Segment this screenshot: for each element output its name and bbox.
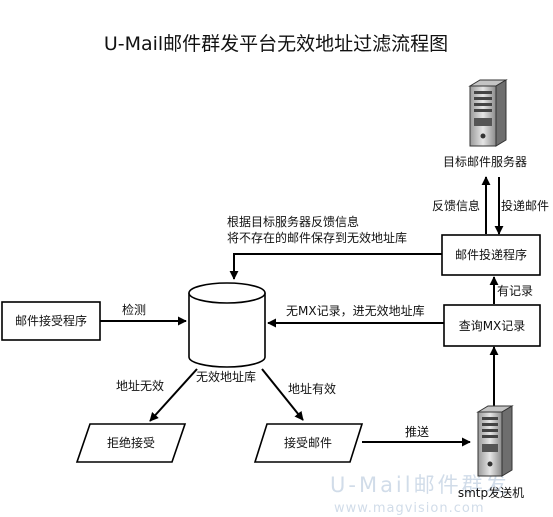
- node-invalid-db: 无效地址库: [188, 282, 266, 384]
- node-smtp-server-label: smtp发送机: [458, 485, 524, 500]
- edge-labels: 检测 地址无效 地址有效 推送 有记录 无MX记录，进无效地址库 根据目标服务器…: [116, 198, 549, 439]
- label-feedback-line2: 将不存在的邮件保存到无效地址库: [227, 230, 407, 245]
- label-addr-valid: 地址有效: [288, 381, 336, 396]
- edge-db-to-accept: [261, 368, 304, 421]
- node-receive-program-label: 邮件接受程序: [15, 313, 87, 328]
- label-push: 推送: [405, 424, 429, 439]
- node-query-mx: 查询MX记录: [443, 304, 541, 347]
- node-invalid-db-label: 无效地址库: [196, 369, 256, 384]
- node-smtp-server: smtp发送机: [458, 405, 524, 500]
- watermark: U-Mail邮件群发 www.magvision.com: [330, 473, 510, 516]
- edge-db-to-reject: [149, 368, 198, 422]
- label-has-record: 有记录: [497, 284, 533, 298]
- node-receive-program: 邮件接受程序: [1, 301, 101, 341]
- edges: [100, 176, 504, 447]
- node-target-server-label: 目标邮件服务器: [443, 154, 527, 169]
- label-feedback-line1: 根据目标服务器反馈信息: [227, 214, 359, 229]
- page-title: U-Mail邮件群发平台无效地址过滤流程图: [104, 33, 448, 55]
- label-no-mx: 无MX记录，进无效地址库: [286, 303, 425, 318]
- label-feedback-info: 反馈信息: [432, 198, 480, 213]
- label-addr-invalid: 地址无效: [116, 378, 164, 393]
- watermark-url: www.magvision.com: [334, 501, 485, 516]
- label-detect: 检测: [122, 302, 146, 317]
- node-delivery-program-label: 邮件投递程序: [455, 247, 527, 262]
- node-delivery-program: 邮件投递程序: [441, 234, 541, 276]
- node-reject: 拒绝接受: [75, 423, 187, 463]
- node-accept-mail: 接受邮件: [253, 423, 364, 463]
- watermark-brand: U-Mail邮件群发: [330, 473, 510, 497]
- edge-delivery-to-db: [229, 253, 442, 280]
- node-target-server: 目标邮件服务器: [443, 79, 527, 169]
- label-deliver-mail: 投递邮件: [501, 198, 549, 213]
- node-accept-mail-label: 接受邮件: [284, 435, 332, 450]
- server-icon: [476, 405, 514, 477]
- node-reject-label: 拒绝接受: [107, 435, 155, 450]
- node-query-mx-label: 查询MX记录: [459, 319, 526, 333]
- server-icon: [468, 79, 508, 147]
